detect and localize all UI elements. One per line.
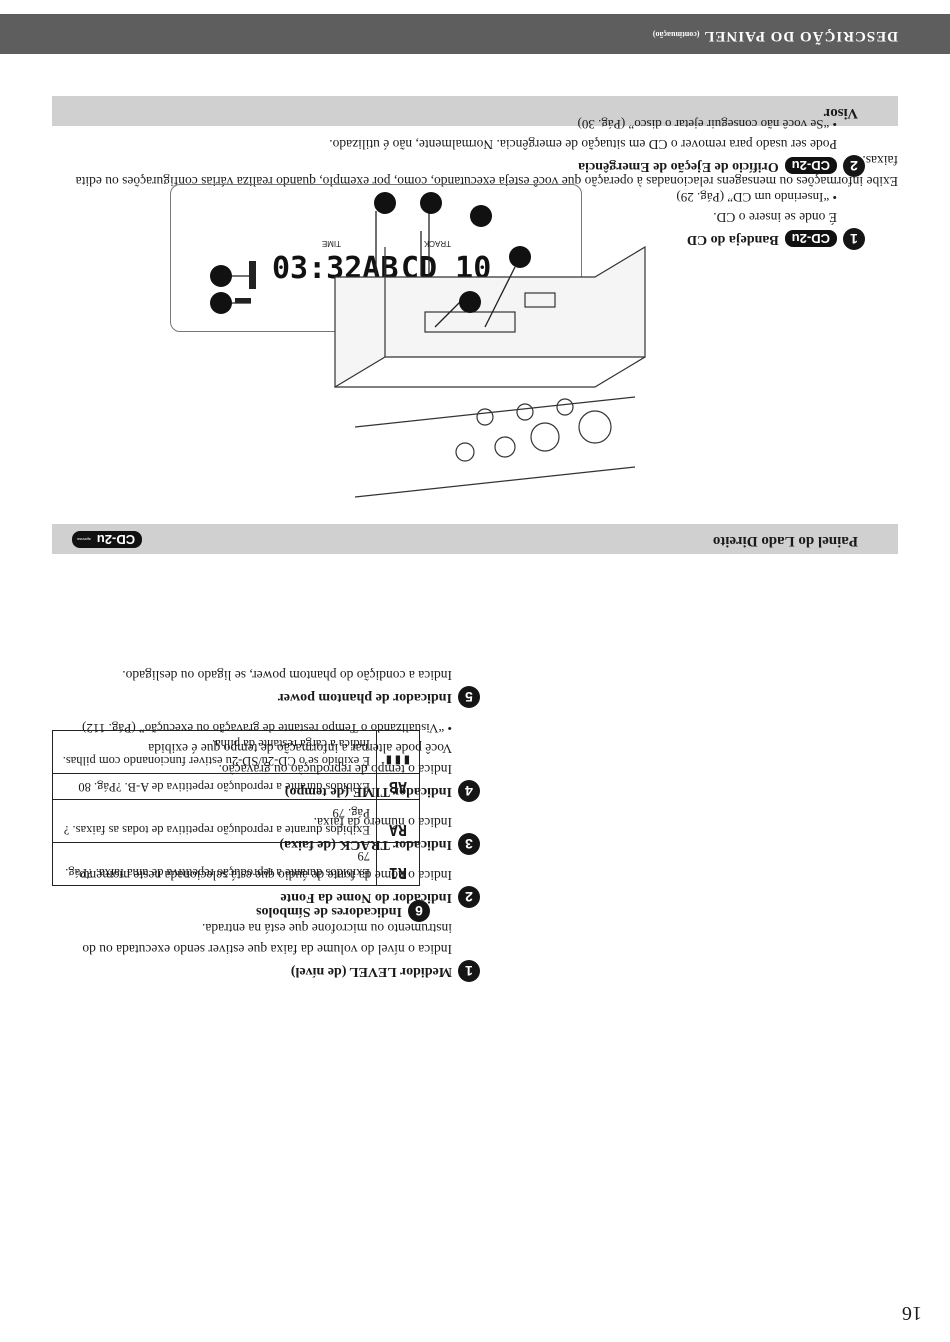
symbol-desc: Exibidos durante a reprodução repetitiva… bbox=[52, 842, 377, 886]
symbols-block: 6 Indicadores de Símbolos R1 Exibidos du… bbox=[52, 730, 430, 922]
right-item-1-title: Bandeja do CD bbox=[686, 232, 779, 247]
item-5-heading: 5 Indicador de phantom power bbox=[55, 686, 480, 708]
track-label: TRACK bbox=[423, 239, 451, 248]
right-item-2-badge-text: CD-2u bbox=[791, 158, 830, 174]
right-item-2-number: 2 bbox=[843, 155, 865, 177]
right-panel-section-bar: Painel do Lado Direito CD-2u apenas bbox=[52, 524, 898, 554]
right-item-2-heading: 2 CD-2u Orifício de Ejeção de Emergência bbox=[75, 155, 865, 177]
right-item-2-badge: CD-2u bbox=[784, 157, 837, 175]
device-illustration bbox=[325, 237, 655, 507]
symbol-desc: É exibido se o CD-2u/SD-2u estiver funci… bbox=[52, 730, 377, 774]
symbol-desc: Exibidos durante a reprodução repetitiva… bbox=[52, 773, 377, 800]
item-1-heading: 1 Medidor LEVEL (de nível) bbox=[55, 960, 480, 982]
right-item-2-title: Orifício de Ejeção de Emergência bbox=[578, 159, 779, 174]
right-item-1-heading: 1 CD-2u Bandeja do CD bbox=[75, 228, 865, 250]
item-4-number: 4 bbox=[458, 780, 480, 802]
right-item-1-number: 1 bbox=[843, 228, 865, 250]
header-continuation: (continuação) bbox=[652, 30, 700, 39]
phantom-indicator bbox=[235, 298, 251, 303]
right-item-2-text: Pode ser usado para remover o CD em situ… bbox=[329, 137, 837, 152]
item-6-number: 6 bbox=[408, 900, 430, 922]
right-panel-badge: CD-2u apenas bbox=[72, 531, 143, 548]
page-number: 16 bbox=[902, 1302, 922, 1324]
header-title-text: DESCRIÇÃO DO PAINEL bbox=[704, 28, 898, 44]
right-panel-badge-text: CD-2u bbox=[96, 532, 136, 547]
symbols-table: R1 Exibidos durante a reprodução repetit… bbox=[52, 730, 420, 886]
item-5-title: Indicador de phantom power bbox=[277, 690, 452, 705]
header-banner: DESCRIÇÃO DO PAINEL (continuação) bbox=[0, 14, 950, 54]
right-item-1-badge-text: CD-2u bbox=[791, 231, 830, 247]
symbol-code: R1 bbox=[376, 842, 420, 886]
header-title: DESCRIÇÃO DO PAINEL (continuação) bbox=[653, 27, 898, 44]
right-item-2-bullet-text: “Se você não conseguir ejetar o disco” (… bbox=[577, 117, 830, 132]
device-svg bbox=[334, 245, 646, 498]
right-item-1-bullet-text: “Inserindo um CD” (Pág. 29) bbox=[676, 190, 830, 205]
right-panel-badge-sub: apenas bbox=[77, 537, 91, 542]
table-row: ▮▮▮ É exibido se o CD-2u/SD-2u estiver f… bbox=[52, 730, 420, 774]
table-row: RA Exibidos durante a reprodução repetit… bbox=[52, 799, 420, 843]
item-1-text: Indica o nível do volume da faixa que es… bbox=[82, 921, 452, 957]
item-3-number: 3 bbox=[458, 833, 480, 855]
item-6-heading: 6 Indicadores de Símbolos bbox=[52, 900, 430, 922]
table-row: AB Exibidos durante a reprodução repetit… bbox=[52, 773, 420, 800]
symbol-code: RA bbox=[376, 799, 420, 843]
right-panel-title: Painel do Lado Direito bbox=[712, 533, 858, 549]
symbol-code: AB bbox=[376, 773, 420, 800]
right-item-1-bullet: • “Inserindo um CD” (Pág. 29) bbox=[676, 190, 837, 205]
table-row: R1 Exibidos durante a reprodução repetit… bbox=[52, 842, 420, 886]
item-1-number: 1 bbox=[458, 960, 480, 982]
right-item-2-bullet: • “Se você não conseguir ejetar o disco”… bbox=[577, 117, 837, 132]
time-label: TIME bbox=[322, 239, 341, 248]
item-1-title: Medidor LEVEL (de nível) bbox=[290, 964, 452, 979]
right-item-1-badge: CD-2u bbox=[784, 230, 837, 248]
item-6-title: Indicadores de Símbolos bbox=[256, 904, 402, 919]
right-items-final: 1 CD-2u Bandeja do CD É onde se insere o… bbox=[75, 114, 865, 250]
item-5-text: Indica a condição do phantom power, se l… bbox=[122, 668, 452, 683]
item-2-number: 2 bbox=[458, 886, 480, 908]
symbol-code: ▮▮▮ bbox=[376, 730, 420, 774]
right-item-1-text: É onde se insere o CD. bbox=[713, 210, 837, 225]
item-5-number: 5 bbox=[458, 686, 480, 708]
symbol-desc: Exibidos durante a reprodução repetitiva… bbox=[52, 799, 377, 843]
